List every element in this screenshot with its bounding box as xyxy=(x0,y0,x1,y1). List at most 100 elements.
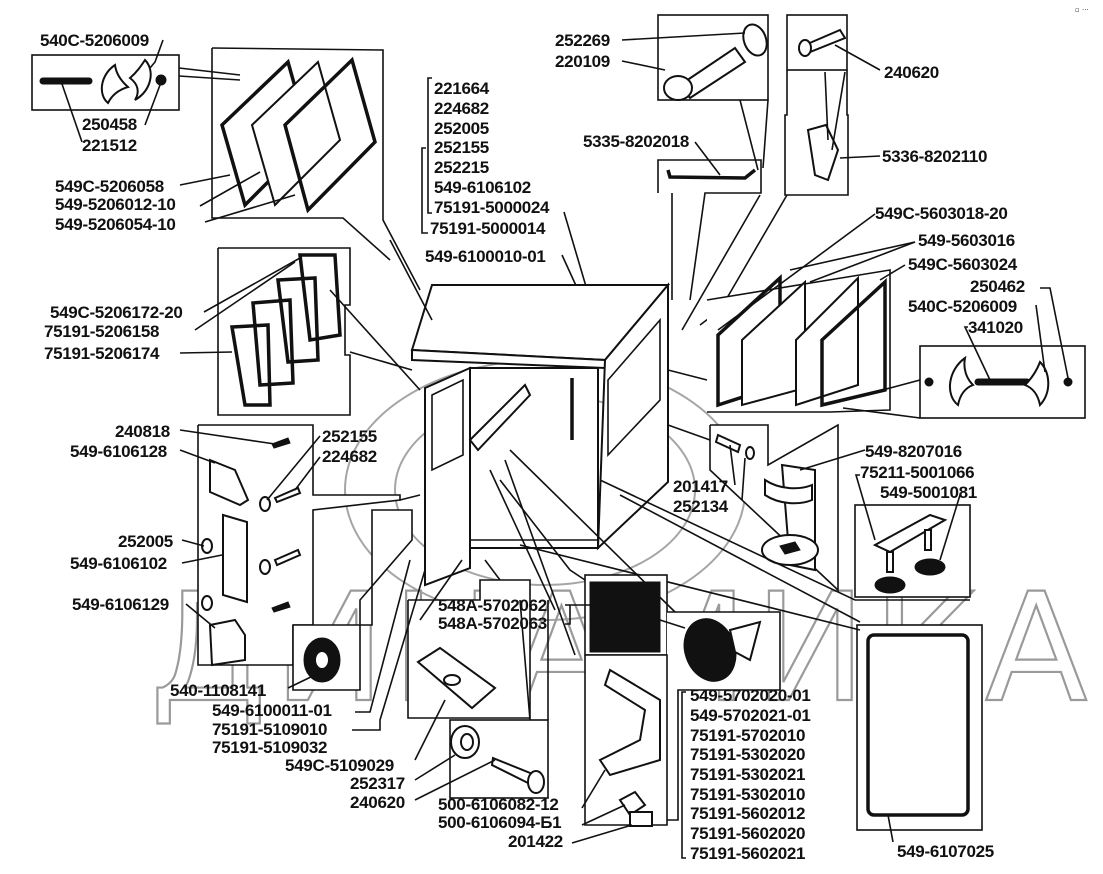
lock-plate-icon xyxy=(222,513,248,604)
washer-icon xyxy=(745,446,755,460)
grommet-group xyxy=(287,509,413,691)
label-mount-8207016: 549-8207016 xyxy=(865,442,962,461)
label-window-frame-1: 549-5206054-10 xyxy=(55,215,176,234)
hinge-icon xyxy=(806,123,840,182)
side-window-group xyxy=(179,247,351,416)
bracket-item: 252005 xyxy=(434,119,489,138)
lock-cam-icon-2 xyxy=(128,58,152,101)
lock-cam-icon-2 xyxy=(1023,360,1050,408)
side-glass-icon xyxy=(276,276,320,364)
mount-pads-box xyxy=(854,504,971,598)
mount-clamp-icon xyxy=(764,478,813,505)
label-lock-screw: 240818 xyxy=(115,422,170,441)
vent-item: 75191-5302010 xyxy=(690,785,805,804)
bracket-item: 75191-5000014 xyxy=(430,219,546,238)
washer-icon xyxy=(259,496,271,512)
label-mount-pad: 549-5001081 xyxy=(880,483,977,502)
label-rear-glass: 549-5603016 xyxy=(918,231,1015,250)
door-seal-box xyxy=(856,624,983,831)
vent-nozzle-icon xyxy=(728,620,762,662)
label-rear-stud: 341020 xyxy=(968,318,1023,337)
door-seal-group xyxy=(519,544,983,843)
bracket-item: 252155 xyxy=(434,138,489,157)
label-grille-1: 548А-5702062 xyxy=(438,596,547,615)
rear-window-group xyxy=(667,213,916,413)
bolt-head-icon xyxy=(663,75,693,101)
cab-side-panel xyxy=(596,282,669,551)
label-bolt-201417: 201417 xyxy=(673,477,728,496)
side-frame-icon xyxy=(251,298,295,387)
dashboard xyxy=(468,383,532,452)
lock-kit-group xyxy=(31,39,241,143)
label-lock-spacer: 252005 xyxy=(118,532,173,551)
cab-door xyxy=(424,366,471,587)
label-floor-panel: 549-6100011-01 xyxy=(212,701,332,720)
label-221512: 221512 xyxy=(82,136,137,155)
screw-icon xyxy=(271,437,291,449)
nut-screw-group xyxy=(414,599,549,801)
label-floor-mat-2: 75191-5109032 xyxy=(212,738,327,757)
lock-bracket-upper-icon xyxy=(209,458,250,507)
cab-body-drawing xyxy=(410,282,671,587)
vent-item: 75191-5302021 xyxy=(690,765,805,784)
leader-lines xyxy=(329,239,676,656)
seal-plate-icon xyxy=(618,790,647,817)
cab-door-window xyxy=(431,378,464,472)
mount-bracket-group xyxy=(667,423,866,592)
label-floor-mat-1: 75191-5109010 xyxy=(212,720,327,739)
label-top-left-lock: 540С-5206009 xyxy=(40,31,149,50)
vent-item: 549-5702020-01 xyxy=(690,686,811,705)
bracket-list: 221664 224682 252005 252155 252215 549-6… xyxy=(421,77,550,238)
lock-bracket-lower-icon xyxy=(208,618,246,667)
vent-item: 75191-5602021 xyxy=(690,844,805,863)
label-cab-body: 549-6100010-01 xyxy=(425,247,546,266)
vent-item: 75191-5702010 xyxy=(690,726,805,745)
label-lock-bolt: 224682 xyxy=(322,447,377,466)
label-rear-lock: 540С-5206009 xyxy=(908,297,1017,316)
vent-item: 75191-5302020 xyxy=(690,745,805,764)
label-side-window-seal: 549С-5206172-20 xyxy=(50,303,183,322)
nut-icon xyxy=(155,74,167,86)
screw-box-icon xyxy=(629,811,653,827)
label-screw-201422: 201422 xyxy=(508,832,563,851)
label-252269: 252269 xyxy=(555,31,610,50)
bracket-item: 224682 xyxy=(434,99,489,118)
label-rod-5335: 5335-8202018 xyxy=(583,132,689,151)
vent-list: 549-5702020-01 549-5702021-01 75191-5702… xyxy=(681,686,811,863)
washer-icon xyxy=(259,559,271,575)
hinge-group xyxy=(681,14,881,331)
mount-slot-icon xyxy=(779,541,801,555)
label-mount-plate: 75211-5001066 xyxy=(860,463,974,482)
door-lock-box xyxy=(197,424,401,666)
grille-group xyxy=(499,479,668,656)
label-seal-strip-2: 500-6106094-Б1 xyxy=(438,813,561,832)
label-lock-plate: 549-6106102 xyxy=(70,554,167,573)
spacer-icon xyxy=(201,595,213,611)
mount-stud-icon xyxy=(886,551,894,573)
nut-icon xyxy=(924,377,934,387)
mount-pad-icon xyxy=(914,558,946,576)
rear-frame-icon xyxy=(795,275,859,407)
label-hinge-5336: 5336-8202110 xyxy=(882,147,987,166)
bracket-item: 75191-5000024 xyxy=(434,198,550,217)
label-floor-cover: 549С-5109029 xyxy=(285,756,394,775)
floor-cover-hole-icon xyxy=(443,674,461,686)
front-window-group xyxy=(179,47,421,291)
stud-icon xyxy=(39,77,93,85)
vent-item: 75191-5602012 xyxy=(690,804,805,823)
nut-hole-icon xyxy=(460,733,474,751)
screw-head-icon xyxy=(798,39,812,57)
label-lock-bracket-lower: 549-6106129 xyxy=(72,595,169,614)
vent-item: 549-5702021-01 xyxy=(690,706,811,725)
bolt-icon xyxy=(273,486,302,504)
vent-item: 75191-5602020 xyxy=(690,824,805,843)
rod-group xyxy=(657,141,762,301)
cab-back-wall xyxy=(469,367,599,549)
grille-icon xyxy=(589,581,661,653)
label-rear-frame: 549С-5603024 xyxy=(908,255,1018,274)
label-screw-240620-bottom: 240620 xyxy=(350,793,405,812)
door-lock-group xyxy=(179,424,421,667)
screw-head-icon xyxy=(527,770,545,794)
